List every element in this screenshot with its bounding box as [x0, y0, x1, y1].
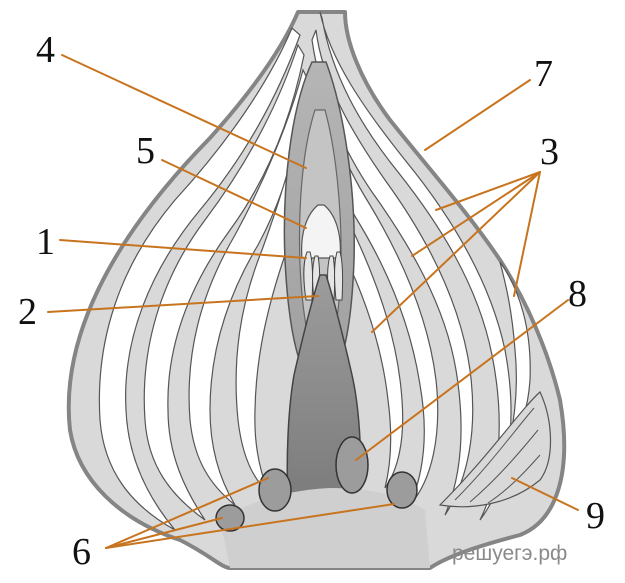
- leader-4: [61, 54, 307, 169]
- label-3: 3: [540, 131, 559, 173]
- watermark-text: решуегэ.рф: [452, 542, 567, 565]
- leader-2: [47, 295, 319, 313]
- leader-7: [424, 79, 531, 151]
- leaf-primordia: [303, 251, 344, 301]
- leader-lines: [47, 54, 579, 549]
- label-1: 1: [36, 221, 55, 263]
- daughter-bud: [335, 436, 369, 494]
- leader-1: [59, 239, 307, 259]
- label-4: 4: [36, 29, 55, 71]
- axillary-bud-left-low: [215, 504, 245, 532]
- axillary-bud-left-mid: [258, 468, 292, 512]
- leader-3c: [371, 171, 541, 333]
- leader-6b: [105, 517, 223, 549]
- leader-5: [161, 159, 307, 229]
- leader-3d: [513, 171, 541, 297]
- label-9: 9: [586, 495, 605, 537]
- leader-3b: [411, 171, 541, 257]
- axillary-bud-right: [386, 471, 418, 509]
- leader-6a: [105, 477, 269, 549]
- label-7: 7: [534, 53, 553, 95]
- label-5: 5: [136, 130, 155, 172]
- label-8: 8: [568, 273, 587, 315]
- label-2: 2: [18, 291, 37, 333]
- leader-3a: [435, 171, 541, 211]
- label-6: 6: [72, 531, 91, 573]
- leader-6c: [105, 503, 395, 549]
- leader-8: [355, 299, 569, 461]
- leader-9: [511, 477, 579, 511]
